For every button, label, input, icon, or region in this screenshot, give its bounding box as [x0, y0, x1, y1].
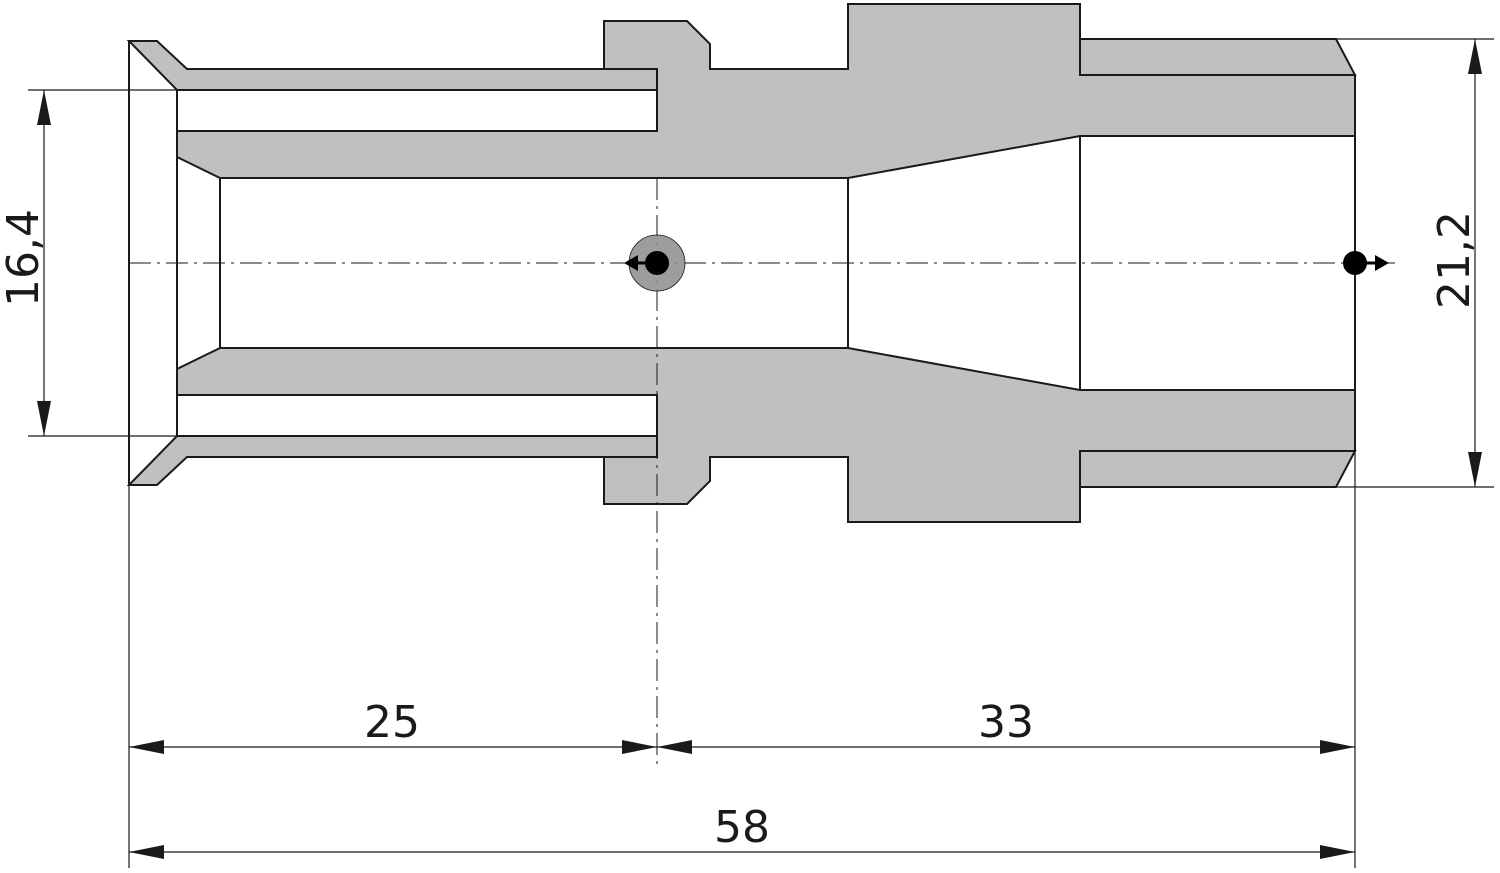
dimension-33: 33: [978, 697, 1034, 748]
bottom-sleeve: [1079, 450, 1357, 488]
dimension-16-4: 16,4: [0, 209, 49, 307]
extension-lines: [28, 38, 1494, 868]
top-lip: [126, 40, 658, 91]
section-body: [126, 3, 1357, 523]
dimension-lines: [37, 39, 1482, 859]
top-sleeve: [1079, 38, 1357, 76]
bottom-lip: [126, 435, 658, 486]
dimension-21-2: 21,2: [1429, 211, 1480, 309]
center-lines: [129, 178, 1395, 765]
dimension-25: 25: [364, 697, 420, 748]
connection-point-arrow-right-icon: [1343, 251, 1389, 275]
connection-point-arrow-left-icon: [624, 234, 686, 292]
dimension-58: 58: [714, 802, 770, 853]
